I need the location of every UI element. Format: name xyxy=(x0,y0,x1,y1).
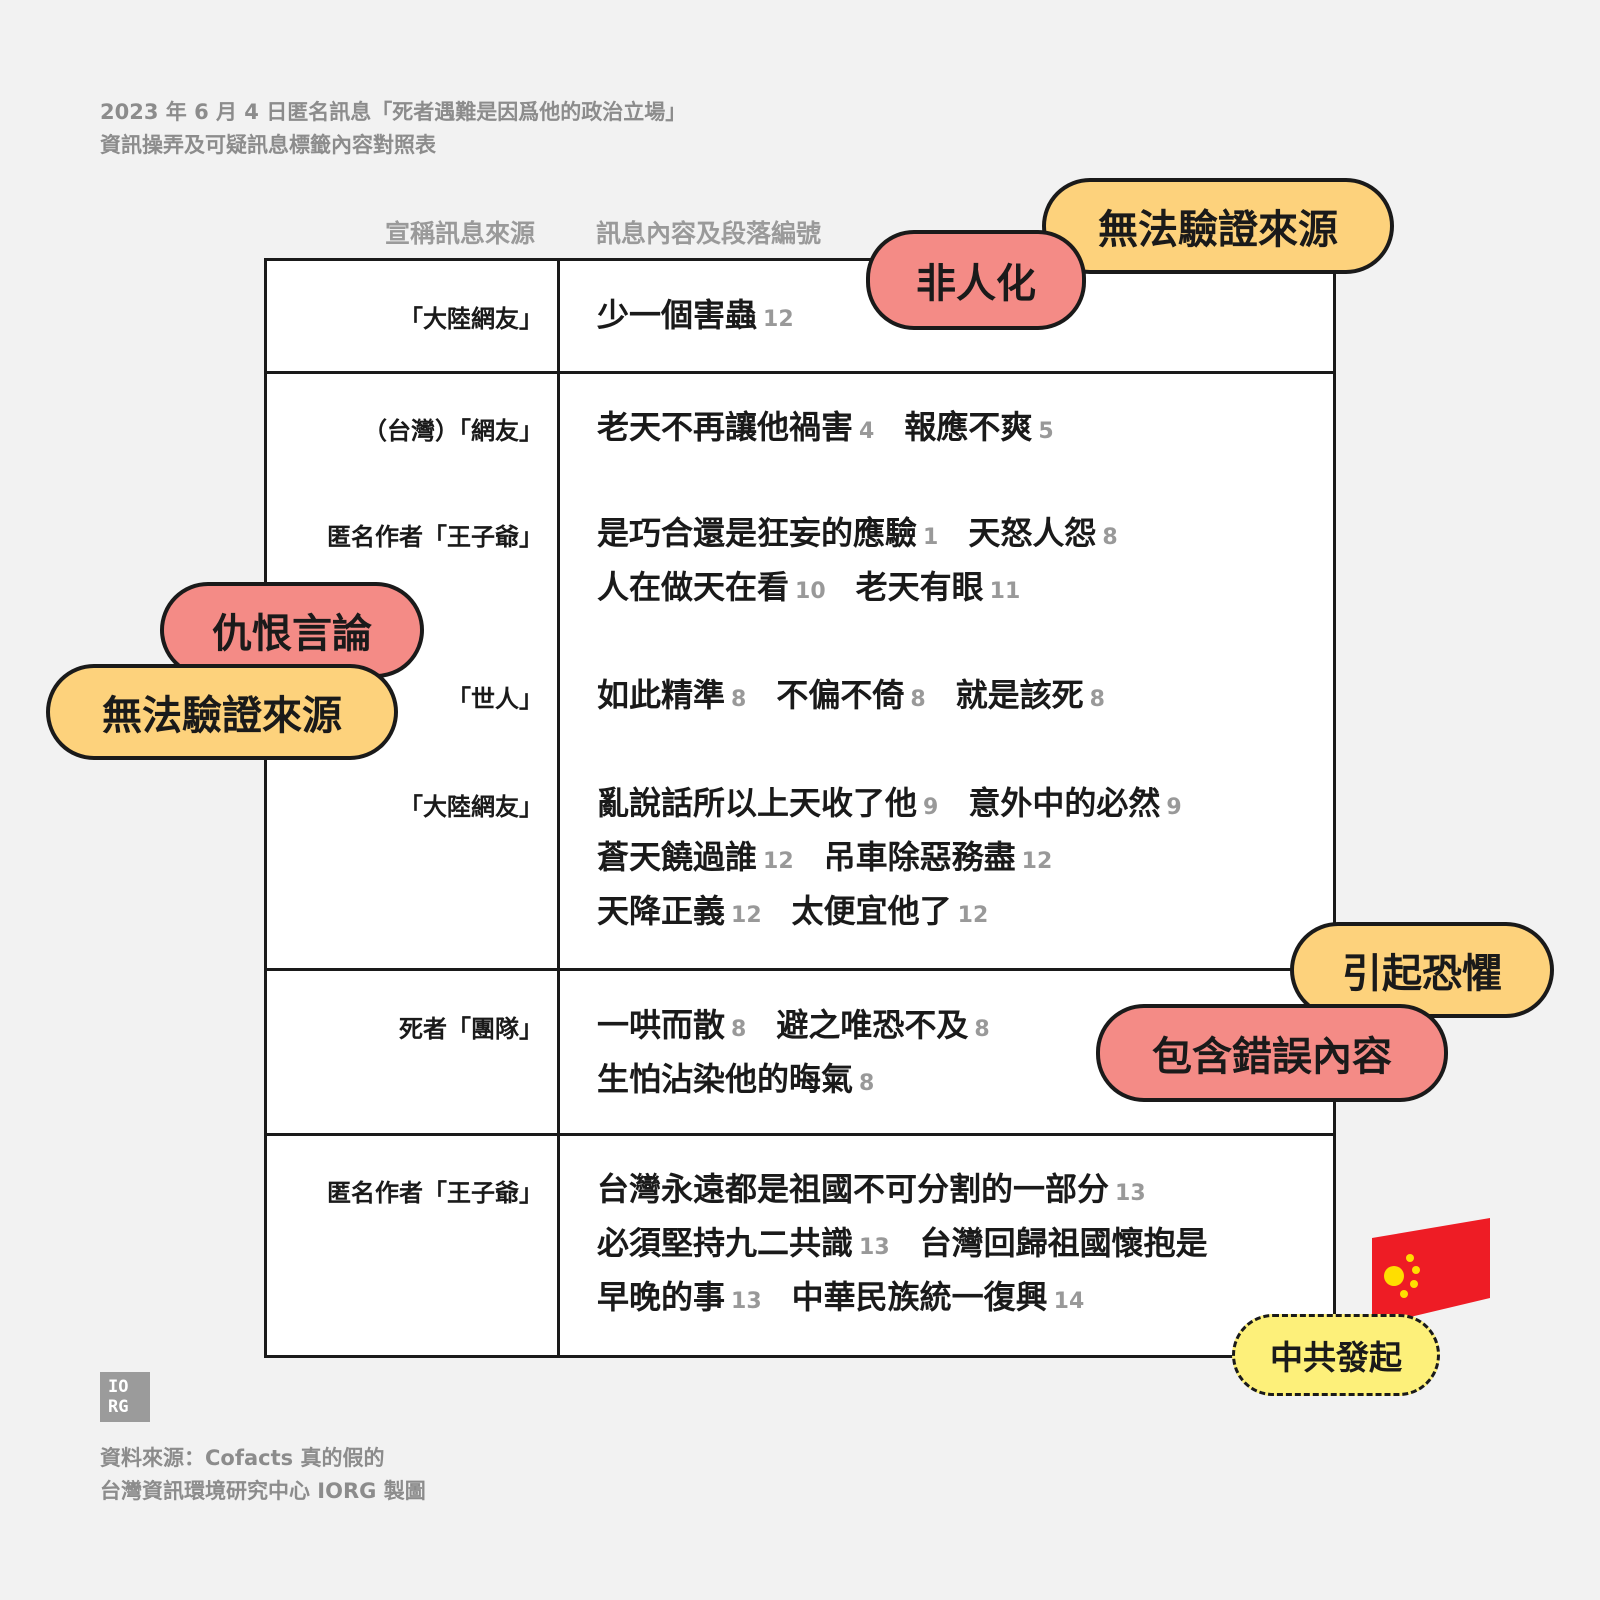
content-text: 就是該死 xyxy=(955,676,1084,714)
footer-producer: 台灣資訊環境研究中心 IORG 製圖 xyxy=(100,1479,426,1503)
paragraph-number: 8 xyxy=(1102,525,1118,550)
paragraph-number: 12 xyxy=(763,307,794,332)
source-label: 「大陸網友」 xyxy=(399,793,543,821)
content-text: 蒼天饒過誰 xyxy=(597,838,758,876)
paragraph-number: 8 xyxy=(731,687,747,712)
content-text: 天降正義 xyxy=(597,892,726,930)
source-label: 「大陸網友」 xyxy=(399,305,543,333)
tag-dehumanization: 非人化 xyxy=(866,230,1086,330)
paragraph-number: 8 xyxy=(974,1017,990,1042)
footer-credits: 資料來源：Cofacts 真的假的 台灣資訊環境研究中心 IORG 製圖 xyxy=(100,1442,426,1508)
content-text: 生怕沾染他的晦氣 xyxy=(597,1060,854,1098)
content-text: 一哄而散 xyxy=(597,1006,726,1044)
paragraph-number: 9 xyxy=(923,795,939,820)
paragraph-number: 4 xyxy=(859,419,875,444)
content-text: 報應不爽 xyxy=(904,408,1033,446)
row-divider xyxy=(267,1133,1333,1136)
content-text: 避之唯恐不及 xyxy=(776,1006,969,1044)
source-label: 死者「團隊」 xyxy=(399,1015,543,1043)
content-text: 早晚的事 xyxy=(597,1278,726,1316)
content-text: 亂說話所以上天收了他 xyxy=(597,784,918,822)
paragraph-number: 8 xyxy=(910,687,926,712)
paragraph-number: 10 xyxy=(795,579,826,604)
tag-false-content: 包含錯誤內容 xyxy=(1096,1004,1448,1102)
paragraph-number: 13 xyxy=(859,1235,890,1260)
content-text: 人在做天在看 xyxy=(597,568,790,606)
paragraph-number: 13 xyxy=(1115,1181,1146,1206)
content-text: 台灣回歸祖國懷抱是 xyxy=(919,1224,1208,1262)
paragraph-number: 14 xyxy=(1053,1289,1085,1314)
paragraph-number: 8 xyxy=(859,1071,875,1096)
content-text: 老天不再讓他禍害 xyxy=(597,408,854,446)
tag-hate-speech: 仇恨言論 xyxy=(160,582,424,678)
row-divider xyxy=(267,371,1333,374)
content-text: 台灣永遠都是祖國不可分割的一部分 xyxy=(597,1170,1110,1208)
paragraph-number: 12 xyxy=(957,903,989,928)
content-text: 太便宜他了 xyxy=(791,892,952,930)
paragraph-number: 5 xyxy=(1038,419,1054,444)
title-line-1: 2023 年 6 月 4 日匿名訊息「死者遇難是因爲他的政治立場」 xyxy=(100,100,687,124)
column-divider xyxy=(557,261,560,1355)
content-text: 是巧合還是狂妄的應驗 xyxy=(597,514,918,552)
source-label: 匿名作者「王子爺」 xyxy=(327,523,543,551)
content-text: 如此精準 xyxy=(597,676,726,714)
tag-unverifiable-source: 無法驗證來源 xyxy=(46,664,398,760)
footer-source: 資料來源：Cofacts 真的假的 xyxy=(100,1446,385,1470)
tag-unverifiable-source: 無法驗證來源 xyxy=(1042,178,1394,274)
paragraph-number: 12 xyxy=(1021,849,1053,874)
paragraph-number: 9 xyxy=(1166,795,1182,820)
tag-ccp-initiated: 中共發起 xyxy=(1232,1314,1440,1396)
content-text: 中華民族統一復興 xyxy=(791,1278,1048,1316)
paragraph-number: 13 xyxy=(731,1289,762,1314)
content-text: 天怒人怨 xyxy=(968,514,1097,552)
column-header-content: 訊息內容及段落編號 xyxy=(596,219,822,248)
source-label: 匿名作者「王子爺」 xyxy=(327,1179,543,1207)
paragraph-number: 11 xyxy=(989,579,1021,604)
content-text: 不偏不倚 xyxy=(776,676,905,714)
flag-star xyxy=(1412,1266,1420,1274)
source-label: （台灣）「網友」 xyxy=(363,417,543,445)
page-title: 2023 年 6 月 4 日匿名訊息「死者遇難是因爲他的政治立場」 資訊操弄及可… xyxy=(100,96,686,162)
paragraph-number: 8 xyxy=(731,1017,747,1042)
iorg-logo: IO RG xyxy=(100,1372,150,1422)
column-header-source: 宣稱訊息來源 xyxy=(384,219,535,248)
paragraph-number: 8 xyxy=(1089,687,1105,712)
source-label: 「世人」 xyxy=(447,685,543,713)
china-flag-icon xyxy=(1372,1218,1490,1326)
paragraph-number: 1 xyxy=(923,525,939,550)
flag-star xyxy=(1410,1280,1418,1288)
content-text: 少一個害蟲 xyxy=(597,296,758,334)
flag-star xyxy=(1406,1254,1414,1262)
flag-star xyxy=(1384,1266,1404,1286)
paragraph-number: 12 xyxy=(763,849,794,874)
row-divider xyxy=(267,968,1333,971)
paragraph-number: 12 xyxy=(731,903,762,928)
title-line-2: 資訊操弄及可疑訊息標籤內容對照表 xyxy=(100,133,436,157)
logo-line-2: RG xyxy=(108,1397,129,1417)
flag-star xyxy=(1400,1290,1408,1298)
flag-field xyxy=(1372,1218,1490,1326)
content-text: 吊車除惡務盡 xyxy=(823,838,1016,876)
content-text: 必須堅持九二共識 xyxy=(597,1224,854,1262)
content-text: 老天有眼 xyxy=(855,568,984,606)
logo-line-1: IO xyxy=(108,1377,129,1397)
content-text: 意外中的必然 xyxy=(968,784,1161,822)
